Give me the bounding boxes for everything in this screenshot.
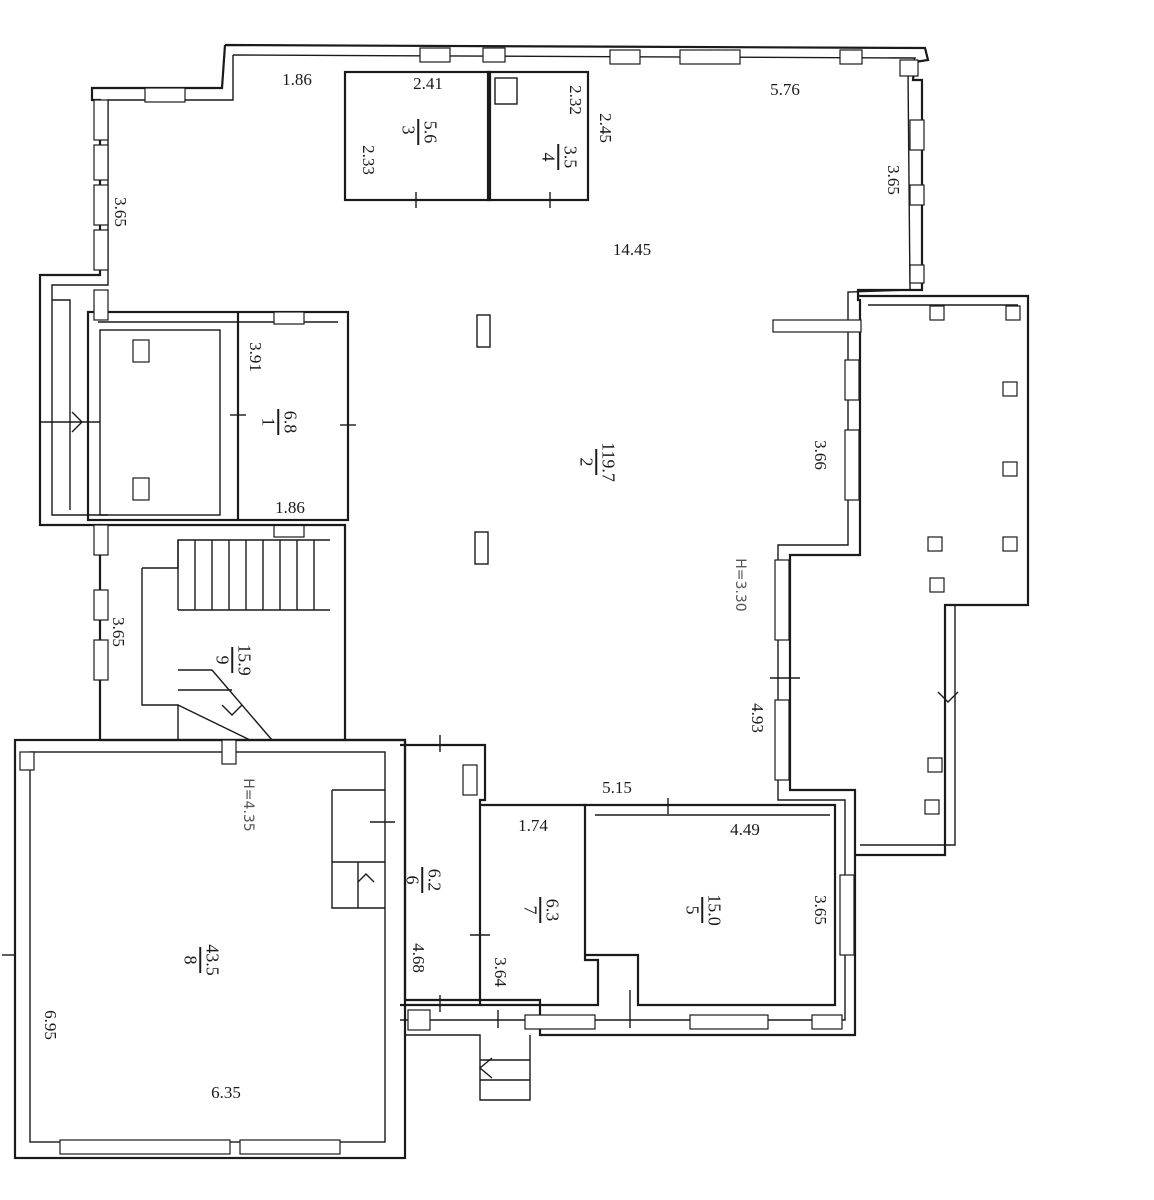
room-7-walls [480, 803, 600, 1007]
room-3-walls [343, 70, 492, 202]
room-2-fraction-bar [595, 449, 597, 475]
room-5-area: 15.0 [704, 894, 725, 926]
dimension-label: 5.76 [770, 80, 800, 99]
room-1-fraction-bar [277, 409, 279, 435]
dimension-label: 2.32 [566, 85, 585, 115]
room-6-number: 6 [402, 875, 423, 885]
room-4-walls [486, 70, 590, 202]
dimension-label: 2.45 [596, 113, 615, 143]
dimension-label: 2.33 [359, 145, 378, 175]
dimension-label: 5.15 [602, 778, 632, 797]
porch [405, 1009, 843, 1101]
room-8-area: 43.5 [202, 944, 223, 976]
height-note: H=4.35 [240, 778, 256, 832]
room-8-walls [13, 738, 407, 1160]
room-6-area: 6.2 [424, 868, 445, 892]
dimension-label: 3.65 [811, 895, 830, 925]
room-8-fraction-bar [199, 947, 201, 973]
dimension-label: 3.65 [109, 617, 128, 647]
dimension-label: 3.65 [884, 165, 903, 195]
dimension-label: 14.45 [612, 240, 652, 259]
height-note: H=3.30 [732, 558, 748, 612]
dimension-label: 6.35 [211, 1083, 241, 1102]
room-5-fraction-bar [701, 897, 703, 923]
room-4-fraction-bar [557, 144, 559, 170]
room-4-number: 4 [538, 152, 559, 162]
room-1-area: 6.8 [280, 410, 301, 434]
dimension-label: 3.64 [491, 957, 510, 987]
dimension-label: 3.66 [811, 440, 830, 470]
room-7-area: 6.3 [542, 898, 563, 922]
room-9-fraction-bar [231, 647, 233, 673]
dimension-label: 1.86 [275, 498, 305, 517]
room-3-number: 3 [398, 125, 419, 135]
dimension-label: 6.95 [41, 1010, 60, 1040]
stair-steps [177, 540, 330, 741]
room-9-area: 15.9 [234, 644, 255, 676]
dimension-label: 1.86 [282, 70, 312, 89]
dimension-label: 4.68 [409, 943, 428, 973]
column [476, 314, 491, 348]
annex-columns [924, 305, 1021, 815]
dimension-label: 4.49 [730, 820, 760, 839]
room-2-number: 2 [576, 457, 597, 467]
dimension-label: 3.65 [111, 197, 130, 227]
room-9-stair [100, 523, 347, 741]
dimension-label: 4.93 [748, 703, 767, 733]
dimension-label: 3.91 [246, 342, 265, 372]
room-8-number: 8 [180, 955, 201, 965]
windows [93, 47, 925, 956]
room-9-number: 9 [212, 655, 233, 665]
column [474, 531, 489, 565]
room-4-area: 3.5 [560, 145, 581, 169]
room-3-area: 5.6 [420, 120, 441, 144]
room-7-number: 7 [520, 905, 541, 915]
dimension-ticks [230, 192, 800, 1028]
room-5-walls [583, 803, 837, 1007]
dimension-label: 1.74 [518, 816, 548, 835]
room-1-number: 1 [258, 417, 279, 427]
room-6-fraction-bar [421, 867, 423, 893]
room-5-number: 5 [682, 905, 703, 915]
room-2-area: 119.7 [598, 442, 619, 482]
dimension-label: 2.41 [413, 74, 443, 93]
room-3-fraction-bar [417, 119, 419, 145]
room-1-walls [86, 310, 350, 538]
entrance-arrows [2, 411, 959, 1079]
room-6-walls [400, 743, 487, 1007]
room-7-fraction-bar [539, 897, 541, 923]
